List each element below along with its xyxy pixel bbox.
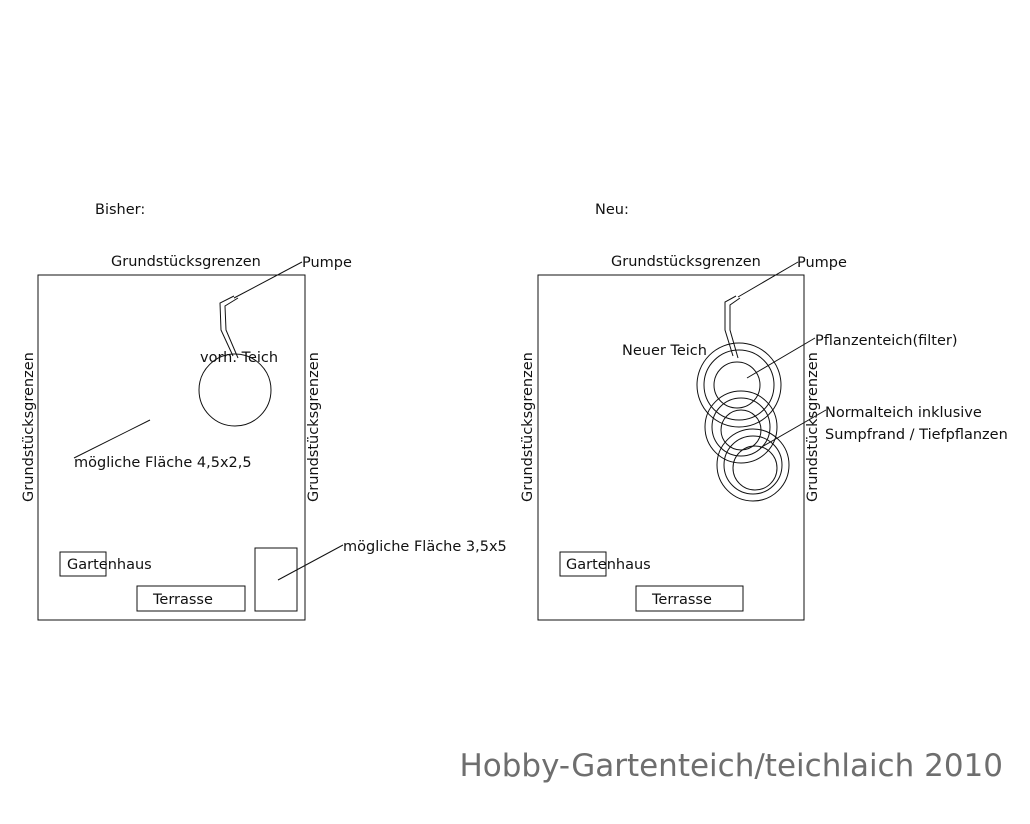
plan-after-lower-lobe-inner (732, 445, 778, 491)
plan-before-property-outline (37, 274, 306, 621)
plan-before-pump-pipe-inner (219, 295, 235, 357)
plan-before-area-2-label: mögliche Fläche 3,5x5 (343, 539, 507, 555)
plan-before-shed-label: Gartenhaus (67, 557, 152, 573)
plan-before-existing-pond-label: vorh. Teich (200, 350, 278, 366)
plan-before-shed-box (59, 551, 107, 577)
plan-before-area-1-leader (73, 419, 151, 459)
plan-before-pump-pipe (224, 297, 239, 359)
plan-before-existing-pond (198, 353, 272, 427)
plan-after-boundary-right-label: Grundstücksgrenzen (805, 352, 821, 502)
plan-after-heading: Neu: (595, 202, 629, 218)
plan-before-pump-leader (233, 261, 303, 299)
plan-after-normal-pond-label-line2: Sumpfrand / Tiefpflanzen (825, 427, 1008, 443)
plan-after-new-pond (696, 342, 790, 502)
plan-after-property-outline (537, 274, 805, 621)
plan-after-plant-pond-inner (713, 361, 761, 409)
plan-after-middle-lobe-outer (704, 390, 778, 464)
plan-after-pump-label: Pumpe (797, 255, 847, 271)
plan-before-boundary-top-label: Grundstücksgrenzen (111, 254, 261, 270)
plan-before-pump-label: Pumpe (302, 255, 352, 271)
plan-after-plant-pond-label: Pflanzenteich(filter) (815, 333, 958, 349)
plan-after-terrace-label: Terrasse (651, 592, 712, 608)
plan-after-plant-pond-leader (746, 337, 816, 379)
plan-after-pump-leader (737, 261, 799, 298)
plan-before: Bisher: Grundstücksgrenzen Grundstücksgr… (21, 202, 507, 621)
plan-after-terrace-box (635, 585, 744, 612)
plan-after-normal-pond-label-line1: Normalteich inklusive (825, 405, 982, 421)
watermark-text: Hobby-Gartenteich/teichlaich 2010 (459, 748, 1003, 784)
plan-after-shed-label: Gartenhaus (566, 557, 651, 573)
plan-before-area-2-box (254, 547, 298, 612)
plan-before-boundary-right-label: Grundstücksgrenzen (306, 352, 322, 502)
plan-after-boundary-top-label: Grundstücksgrenzen (611, 254, 761, 270)
plan-after-pump-pipe (729, 297, 741, 359)
plan-after-boundary-left-label: Grundstücksgrenzen (520, 352, 536, 502)
plan-after-middle-lobe-inner (720, 409, 762, 451)
plan-before-terrace-box (136, 585, 246, 612)
plan-before-area-1-label: mögliche Fläche 4,5x2,5 (74, 455, 252, 471)
plan-after-normal-pond-leader (759, 409, 827, 449)
plan-after-lower-lobe-outer (716, 428, 790, 502)
plan-before-boundary-left-label: Grundstücksgrenzen (21, 352, 37, 502)
plan-after-middle-lobe-mid (711, 397, 771, 457)
plan-before-terrace-label: Terrasse (152, 592, 213, 608)
plan-after-pump-pipe-inner (724, 295, 737, 357)
plan-after: Neu: Grundstücksgrenzen Grundstücksgrenz… (520, 202, 1008, 621)
plan-after-new-pond-label: Neuer Teich (622, 343, 707, 359)
plan-after-shed-box (559, 551, 607, 577)
plan-after-lower-lobe-mid (723, 435, 783, 495)
plan-before-area-2-leader (277, 544, 344, 581)
plan-after-plant-pond-mid (703, 349, 775, 421)
plan-before-heading: Bisher: (95, 202, 145, 218)
plan-after-plant-pond-outer (696, 342, 782, 428)
